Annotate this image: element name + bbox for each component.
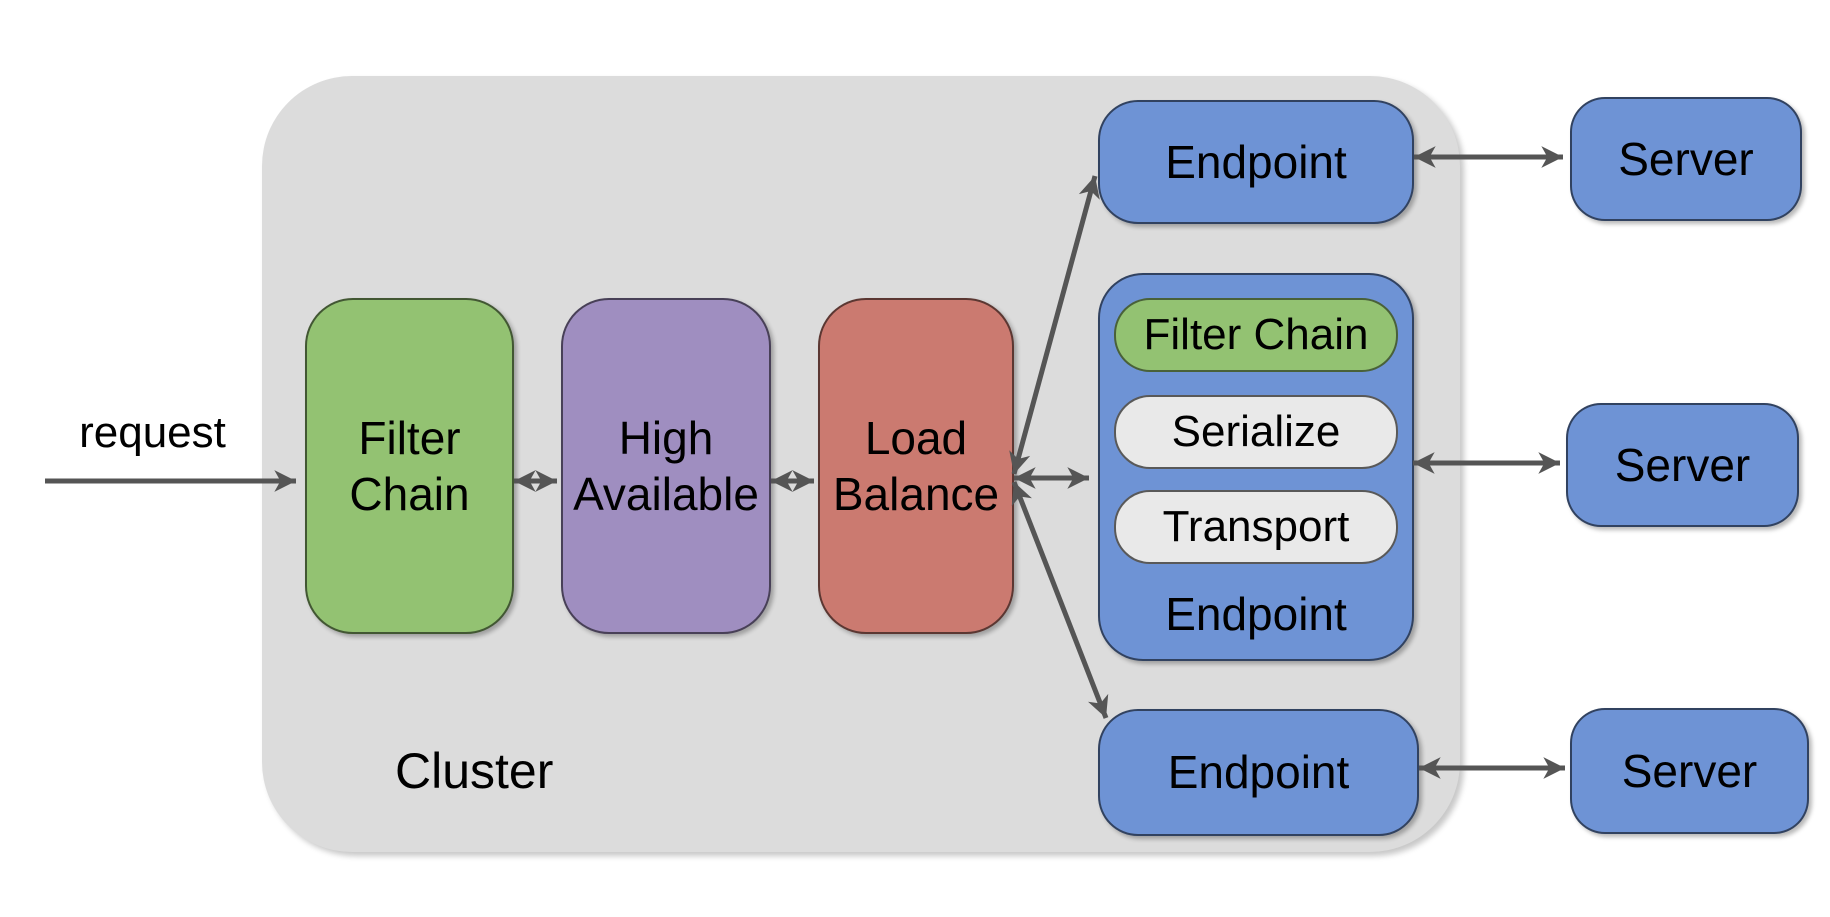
- endpoint-bottom: Endpoint: [1098, 709, 1419, 836]
- endpoint-top-label: Endpoint: [1165, 135, 1347, 188]
- node-load-balance-label: Load Balance: [832, 411, 1000, 520]
- endpoint-bottom-label: Endpoint: [1167, 746, 1350, 799]
- pill-transport-label: Transport: [1162, 502, 1350, 551]
- node-filter-chain-label: Filter Chain: [349, 411, 470, 520]
- endpoint-middle-label: Endpoint: [1165, 588, 1347, 640]
- pill-transport: Transport: [1114, 490, 1398, 564]
- pill-filter-chain: Filter Chain: [1114, 298, 1398, 372]
- server-top-label: Server: [1618, 132, 1754, 185]
- node-high-available-label: High Available: [573, 411, 759, 520]
- server-middle-label: Server: [1614, 438, 1751, 491]
- pill-serialize: Serialize: [1114, 395, 1398, 469]
- node-high-available: High Available: [561, 298, 771, 634]
- pill-serialize-label: Serialize: [1171, 407, 1341, 456]
- endpoint-middle: Filter Chain Serialize Transport Endpoin…: [1098, 273, 1414, 661]
- endpoint-top: Endpoint: [1098, 100, 1414, 224]
- cluster-label: Cluster: [395, 743, 554, 799]
- pill-filter-chain-label: Filter Chain: [1143, 310, 1369, 359]
- request-label: request: [79, 408, 226, 457]
- server-bottom-label: Server: [1621, 744, 1758, 797]
- server-bottom: Server: [1570, 708, 1809, 834]
- node-filter-chain: Filter Chain: [305, 298, 514, 634]
- node-load-balance: Load Balance: [818, 298, 1014, 634]
- server-top: Server: [1570, 97, 1802, 221]
- server-middle: Server: [1566, 403, 1799, 527]
